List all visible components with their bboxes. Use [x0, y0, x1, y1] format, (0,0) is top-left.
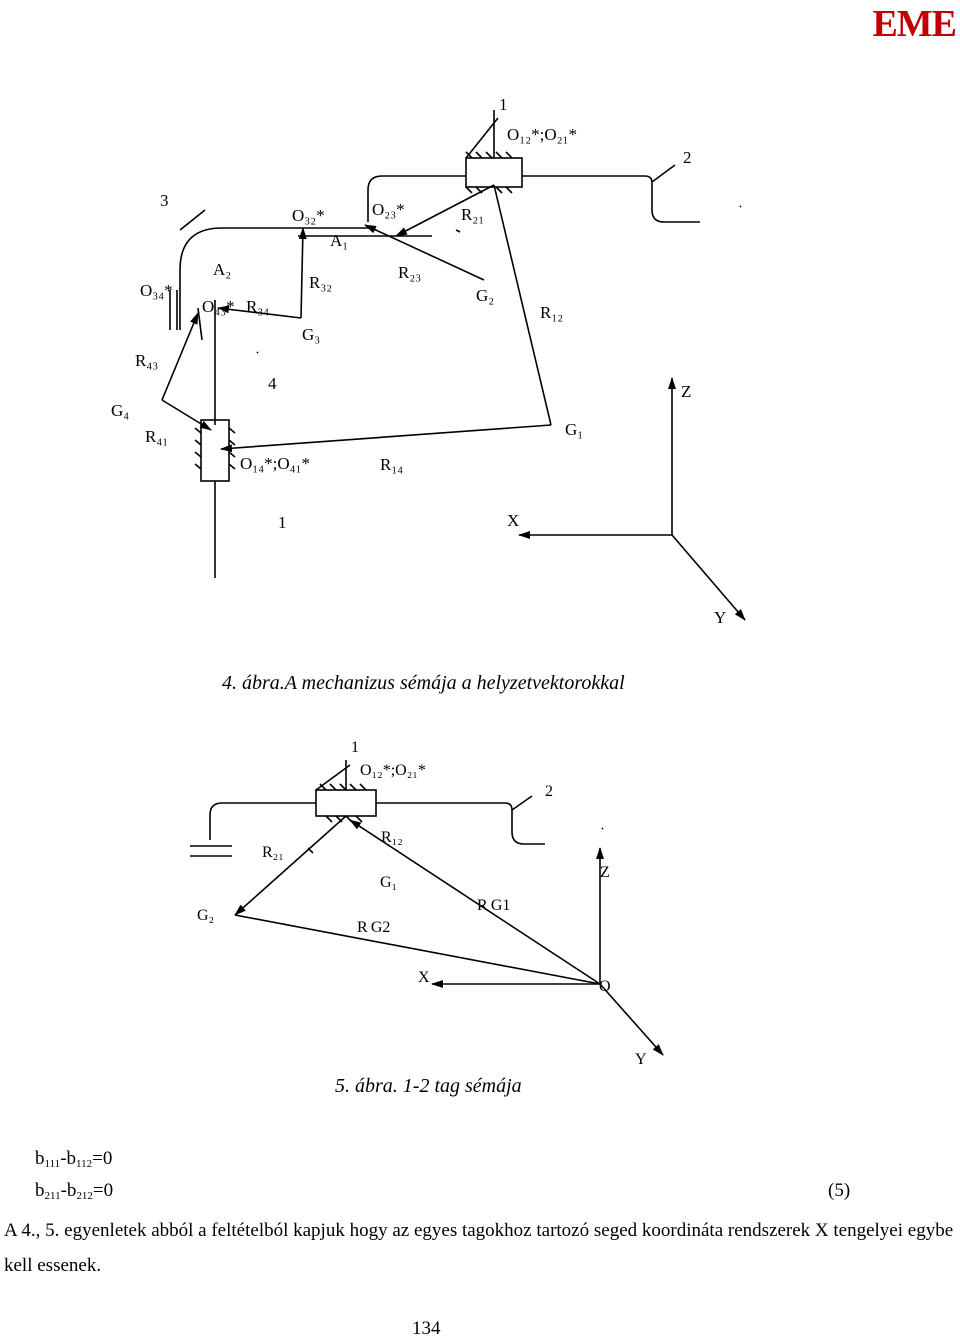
- label-r14: R₁₄: [380, 455, 403, 474]
- eq2-sub: 211: [44, 1190, 61, 1202]
- label-link-3: 3: [160, 191, 169, 210]
- page-number: 134: [412, 1318, 441, 1339]
- label-rg2-fig5: R G2: [357, 919, 390, 936]
- figure-4-caption: 4. ábra.A mechanizus sémája a helyzetvek…: [222, 672, 625, 694]
- figure-5-caption: 5. ábra. 1-2 tag sémája: [335, 1075, 522, 1097]
- joint-o12-o21-block-fig5: [315, 789, 377, 817]
- label-link-2-fig5: 2: [545, 783, 553, 800]
- equation-number: (5): [828, 1180, 851, 1201]
- label-g3: G₃: [302, 325, 320, 344]
- body-paragraph: A 4., 5. egyenletek abból a feltételból …: [4, 1220, 954, 1276]
- label-g2: G₂: [476, 286, 494, 305]
- eq2-sub-2: 212: [76, 1190, 93, 1202]
- eme-logo: EME: [872, 3, 957, 45]
- label-o12-o21: O₁₂*;O₂₁*: [507, 125, 577, 144]
- label-g1: G₁: [565, 420, 583, 439]
- label-o23: O₂₃*: [372, 200, 405, 219]
- eq1-end: =0: [92, 1148, 113, 1169]
- label-o14-o41: O₁₄*;O₄₁*: [240, 454, 310, 473]
- equation-1: b111-b112=0: [35, 1148, 112, 1170]
- eq1-term-2: -b: [60, 1148, 77, 1169]
- joint-o12-o21-block: [465, 157, 523, 188]
- label-r12: R₁₂: [540, 303, 563, 322]
- label-r41: R₄₁: [145, 427, 168, 446]
- eq2-term: b: [35, 1180, 45, 1201]
- label-rg1-fig5: R G1: [477, 897, 510, 914]
- eq1-sub-2: 112: [76, 1158, 93, 1170]
- label-o32: O₃₂*: [292, 206, 325, 225]
- eq1-sub: 111: [44, 1158, 61, 1170]
- label-r23: R₂₃: [398, 263, 421, 282]
- label-link-4: 4: [268, 374, 277, 393]
- label-o43: O₄₃*: [202, 297, 235, 316]
- label-a1: A₁: [330, 231, 348, 250]
- eq2-term-2: -b: [60, 1180, 77, 1201]
- label-y-axis-fig5: Y: [635, 1051, 647, 1068]
- joint-o14-o41-block: [200, 419, 230, 482]
- label-r21: R₂₁: [461, 205, 484, 224]
- label-r34: R₃₄: [246, 297, 269, 316]
- figure-4-mechanism-diagram: 1 O₁₂*;O₂₁* 2 3 O₃₂* O₂₃* R₂₁ A₁ A₂ O₃₄*…: [111, 95, 746, 627]
- label-g4: G₄: [111, 401, 129, 420]
- label-o12-o21-fig5: O₁₂*;O₂₁*: [360, 762, 426, 779]
- figure-5-link-diagram: 1 O₁₂*;O₂₁* 2 R₂₁ R₁₂ G₁ Z G₂ R G1 R G2 …: [190, 739, 664, 1068]
- label-g1-fig5: G₁: [380, 874, 397, 891]
- label-z-axis-fig5: Z: [600, 864, 610, 881]
- label-link-1-top: 1: [499, 95, 508, 114]
- label-link-1-fig5: 1: [351, 739, 359, 756]
- label-link-1-bottom: 1: [278, 513, 287, 532]
- label-r43: R₄₃: [135, 351, 158, 370]
- label-x-axis-fig5: X: [418, 969, 430, 986]
- label-link-2: 2: [683, 148, 692, 167]
- label-origin-fig5: O: [599, 978, 611, 995]
- eq1-term: b: [35, 1148, 45, 1169]
- label-a2: A₂: [213, 260, 231, 279]
- equation-2: b211-b212=0: [35, 1180, 113, 1202]
- label-r32: R₃₂: [309, 273, 332, 292]
- label-y-axis: Y: [714, 608, 726, 627]
- label-r21-fig5: R₂₁: [262, 844, 284, 861]
- label-z-axis: Z: [681, 382, 691, 401]
- label-r12-fig5: R₁₂: [381, 829, 403, 846]
- label-o34: O₃₄*: [140, 281, 173, 300]
- label-g2-fig5: G₂: [197, 907, 214, 924]
- eq2-end: =0: [92, 1180, 114, 1201]
- label-x-axis: X: [507, 511, 519, 530]
